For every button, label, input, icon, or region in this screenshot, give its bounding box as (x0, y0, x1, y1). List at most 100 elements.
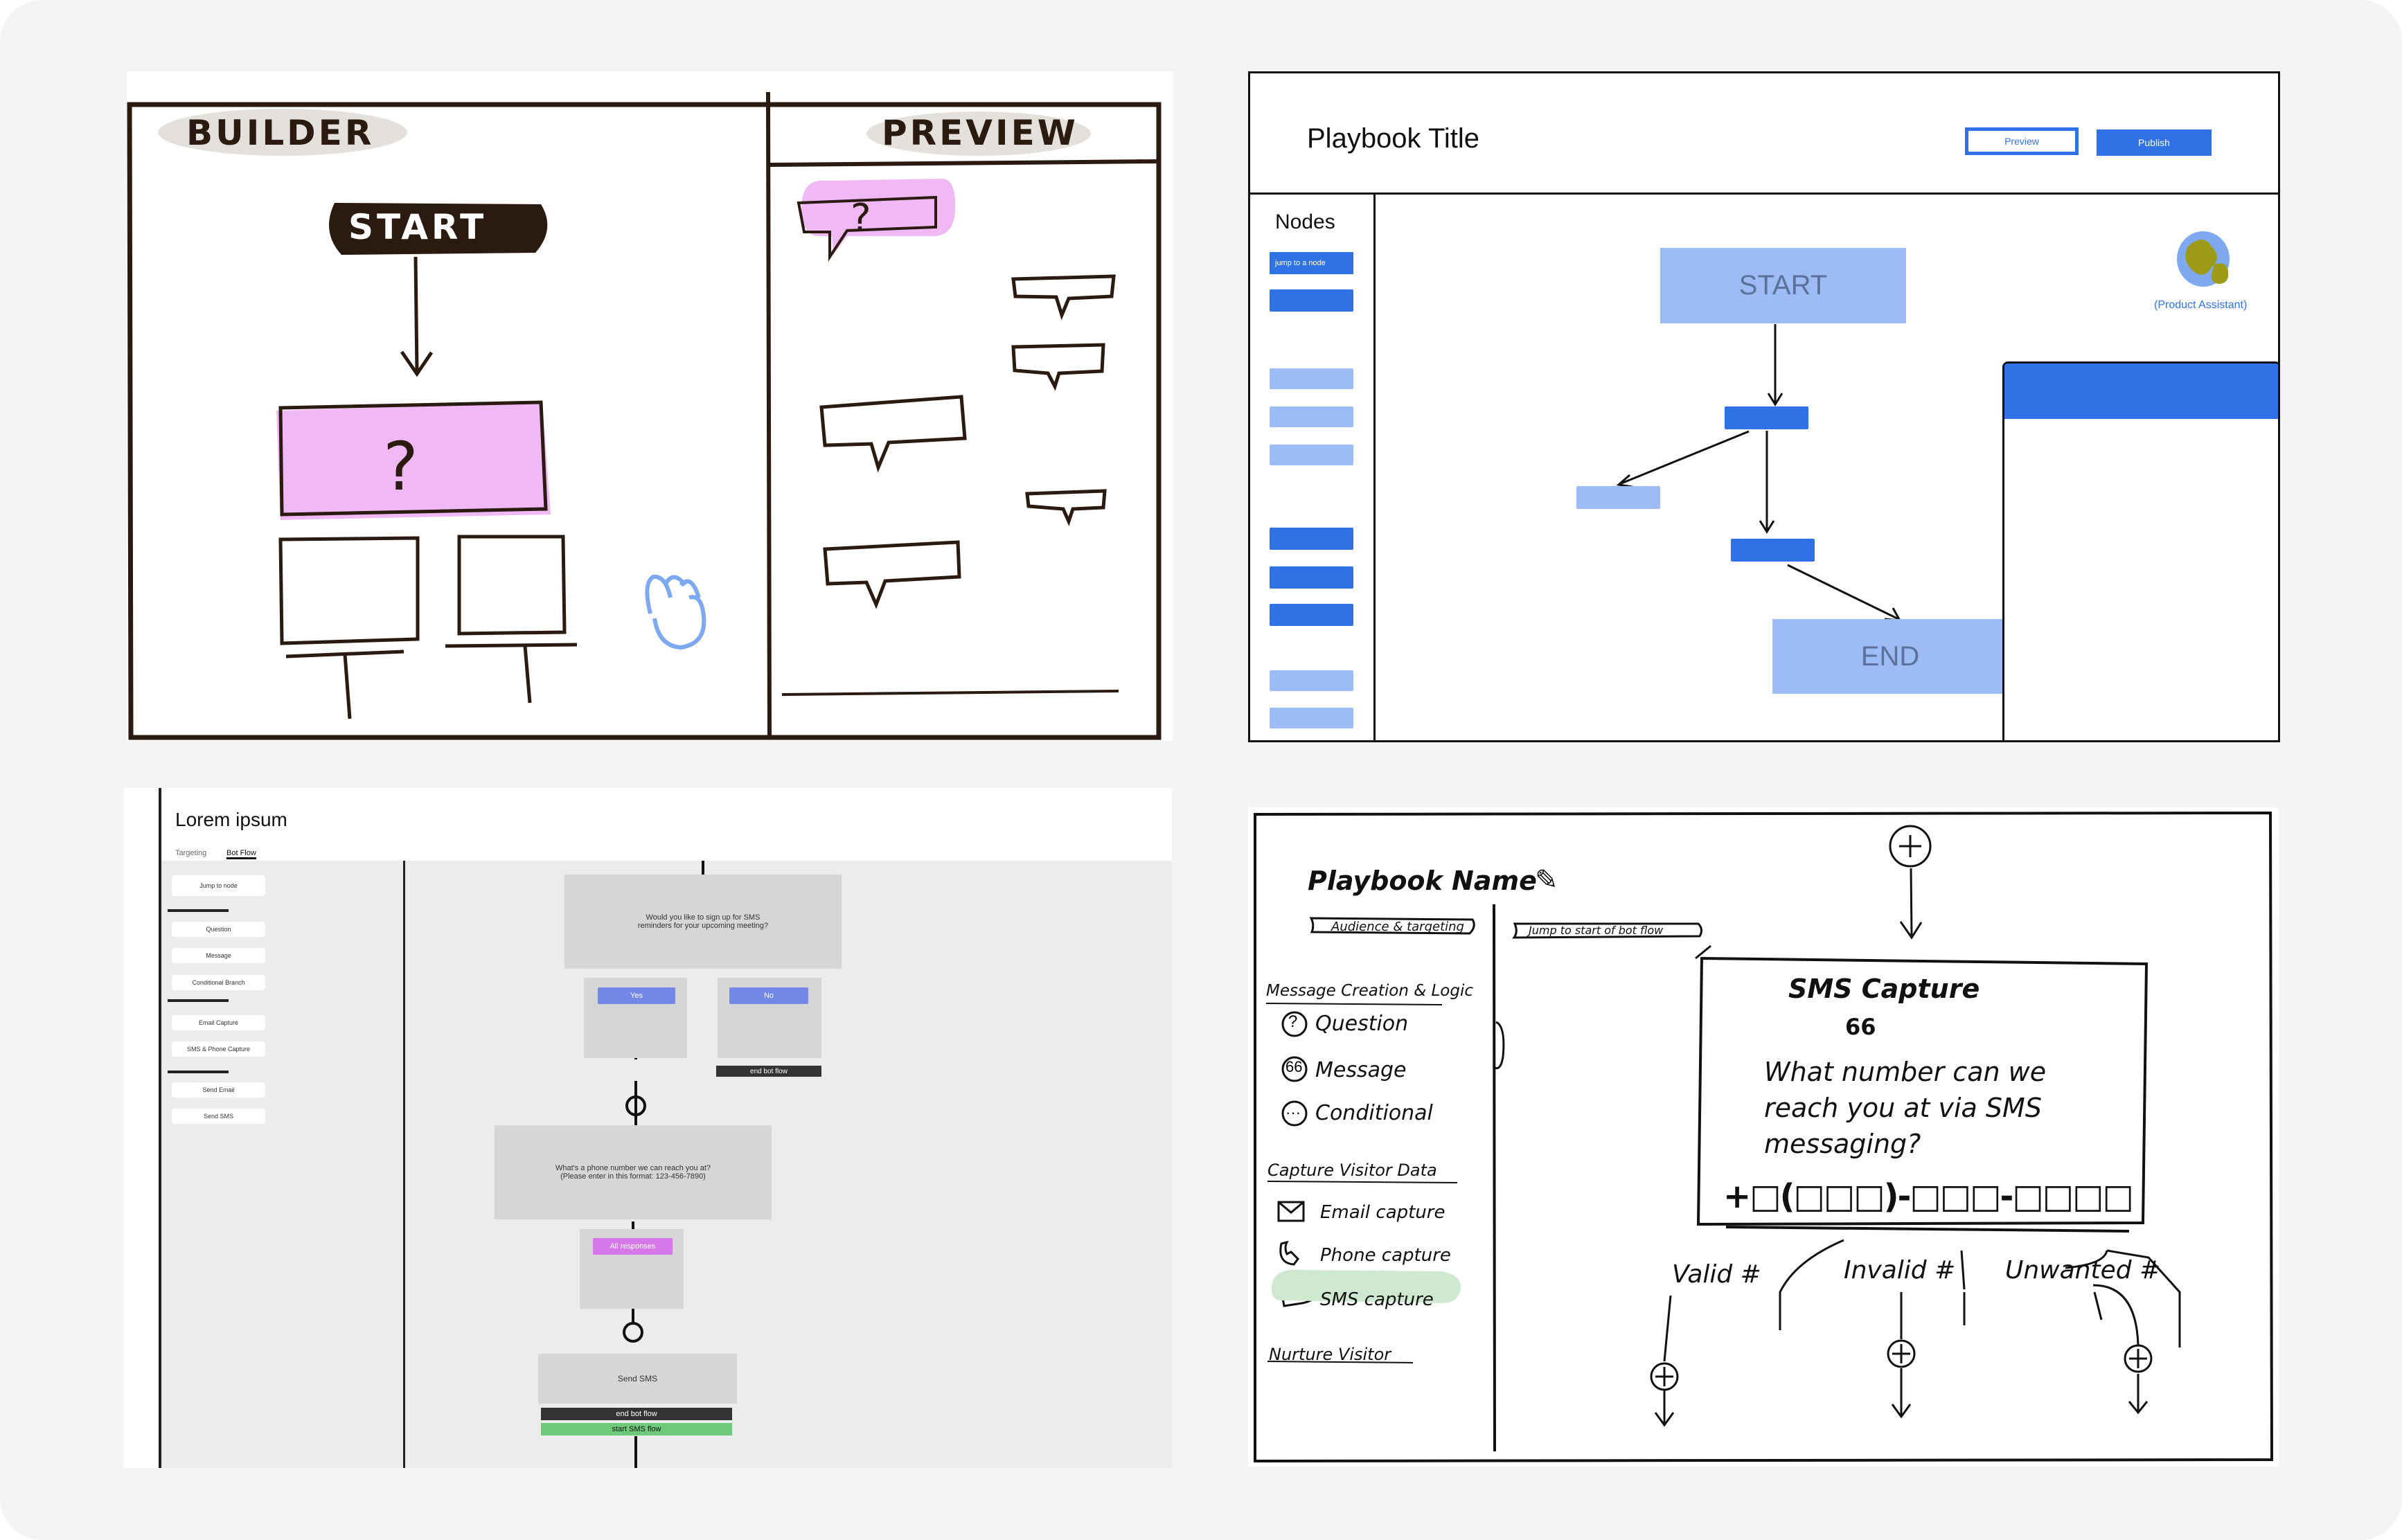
section-message-creation: Message Creation & Logic (1266, 982, 1474, 1000)
playbook-title: Playbook Title (1307, 123, 1480, 154)
sms-capture-line1: What number can we (1764, 1057, 2047, 1087)
phone-format-input[interactable]: +□(□□□)-□□□-□□□□ (1723, 1177, 2134, 1216)
no-end-bot-flow-bar[interactable]: end bot flow (716, 1066, 821, 1077)
message-icon: 66 (1285, 1058, 1303, 1075)
product-assistant-avatar-icon[interactable] (2169, 226, 2252, 302)
sidebar-message[interactable]: Message (172, 948, 265, 963)
left-rail (124, 788, 161, 1468)
sms-capture-line2: reach you at via SMS (1764, 1093, 2042, 1123)
item-question[interactable]: Question (1315, 1012, 1409, 1036)
node-item-2[interactable] (1270, 368, 1353, 389)
tab-bot-flow[interactable]: Bot Flow (226, 849, 256, 859)
start-node-label: START (348, 207, 488, 247)
assistant-chat-header (2004, 364, 2278, 419)
sms-capture-card-title: SMS Capture (1788, 974, 1980, 1004)
wireframe-panel: Playbook Title Preview Publish Nodes jum… (1248, 71, 2280, 742)
no-end-bot-flow-label: end bot flow (750, 1067, 788, 1075)
phone-question-node[interactable]: What's a phone number we can reach you a… (495, 1125, 772, 1219)
conditional-icon: ··· (1285, 1104, 1301, 1121)
sketch-builder-drawing (127, 91, 1162, 740)
item-phone-capture[interactable]: Phone capture (1320, 1245, 1451, 1266)
publish-button[interactable]: Publish (2097, 129, 2212, 156)
sidebar-divider (168, 999, 229, 1002)
yes-button[interactable]: Yes (598, 987, 675, 1004)
send-sms-node[interactable]: Send SMS (538, 1354, 737, 1404)
end-bot-flow-bar[interactable]: end bot flow (541, 1408, 732, 1420)
sidebar-divider (168, 1071, 229, 1073)
start-node[interactable]: START (1660, 248, 1906, 323)
sidebar-jump-to-node[interactable]: Jump to node (172, 875, 265, 896)
node-item-1[interactable] (1270, 289, 1353, 312)
section-capture-visitor-data: Capture Visitor Data (1267, 1161, 1437, 1180)
preview-button[interactable]: Preview (1965, 127, 2079, 155)
phone-question-line2: (Please enter in this format: 123-456-78… (560, 1172, 706, 1181)
assistant-chat-panel (2002, 361, 2278, 740)
item-conditional[interactable]: Conditional (1315, 1101, 1433, 1125)
node-item-6[interactable] (1270, 566, 1353, 589)
branch-invalid: Invalid # (1844, 1256, 1956, 1284)
jump-to-node-button[interactable]: jump to a node (1270, 252, 1353, 274)
nodes-heading: Nodes (1275, 211, 1335, 233)
node-item-7[interactable] (1270, 604, 1353, 626)
node-item-5[interactable] (1270, 528, 1353, 550)
sidebar-question[interactable]: Question (172, 922, 265, 937)
start-node-label: START (1738, 270, 1828, 301)
product-assistant-label: (Product Assistant) (2154, 299, 2248, 311)
preview-button-label: Preview (2004, 136, 2039, 147)
flow-node-left[interactable] (1576, 486, 1660, 509)
sms-capture-line3: messaging? (1764, 1129, 1921, 1159)
yes-button-label: Yes (630, 992, 643, 1000)
question-node-mark: ? (383, 428, 418, 505)
publish-button-label: Publish (2138, 137, 2170, 148)
sidebar-conditional-branch[interactable]: Conditional Branch (172, 975, 265, 990)
flow-node-middle[interactable] (1731, 539, 1815, 562)
bot-flow-title: Lorem ipsum (175, 809, 287, 830)
bot-flow-header (161, 788, 1172, 861)
preview-bubble-mark: ? (851, 196, 871, 241)
bot-flow-panel: Lorem ipsum Targeting Bot Flow Jump to n… (124, 788, 1172, 1468)
sidebar-send-email[interactable]: Send Email (172, 1082, 265, 1098)
flow-node-branch[interactable] (1725, 406, 1808, 429)
jump-to-start-chip[interactable]: Jump to start of bot flow (1529, 924, 1664, 937)
sidebar-email-capture[interactable]: Email Capture (172, 1015, 265, 1030)
sidebar-sms-phone-capture[interactable]: SMS & Phone Capture (172, 1041, 265, 1057)
all-responses-label: All responses (610, 1242, 656, 1251)
end-bot-flow-label: end bot flow (616, 1410, 657, 1418)
node-item-9[interactable] (1270, 708, 1353, 728)
no-button[interactable]: No (729, 987, 808, 1004)
start-sms-flow-bar[interactable]: start SMS flow (541, 1423, 732, 1435)
branch-unwanted: Unwanted # (2005, 1256, 2161, 1284)
node-item-4[interactable] (1270, 445, 1353, 465)
send-sms-label: Send SMS (617, 1374, 658, 1384)
phone-question-line1: What's a phone number we can reach you a… (555, 1164, 711, 1172)
tab-targeting[interactable]: Targeting (175, 849, 207, 857)
sketch-builder-panel: BUILDER PREVIEW START ? ? (127, 71, 1173, 741)
item-sms-capture[interactable]: SMS capture (1320, 1289, 1434, 1310)
end-node[interactable]: END (1772, 619, 2008, 694)
nodes-sidebar (1250, 192, 1376, 740)
wireframe-header (1250, 73, 2278, 195)
sketch-playbook-panel: Playbook Name ✎ Audience & targeting Jum… (1248, 807, 2279, 1467)
sms-question-node[interactable]: Would you like to sign up for SMS remind… (564, 875, 842, 969)
audience-targeting-chip[interactable]: Audience & targeting (1331, 920, 1464, 934)
jump-to-node-label: jump to a node (1275, 259, 1326, 267)
item-message[interactable]: Message (1315, 1058, 1407, 1082)
sketch-playbook-drawing (1254, 811, 2274, 1463)
section-nurture-visitor: Nurture Visitor (1269, 1345, 1391, 1364)
sms-capture-quote-icon: 66 (1845, 1014, 1876, 1040)
sidebar-send-sms[interactable]: Send SMS (172, 1109, 265, 1124)
node-item-3[interactable] (1270, 406, 1353, 427)
edit-name-icon[interactable]: ✎ (1535, 864, 1558, 896)
all-responses-button[interactable]: All responses (593, 1238, 673, 1255)
no-button-label: No (763, 992, 774, 1000)
node-item-8[interactable] (1270, 670, 1353, 691)
sms-question-text: Would you like to sign up for SMS remind… (637, 913, 769, 930)
start-sms-flow-label: start SMS flow (612, 1425, 661, 1433)
question-icon: ? (1288, 1012, 1298, 1031)
item-email-capture[interactable]: Email capture (1320, 1202, 1445, 1223)
playbook-name: Playbook Name (1308, 866, 1537, 896)
preview-title: PREVIEW (882, 113, 1078, 153)
branch-valid: Valid # (1672, 1260, 1761, 1289)
sidebar-divider (168, 909, 229, 912)
